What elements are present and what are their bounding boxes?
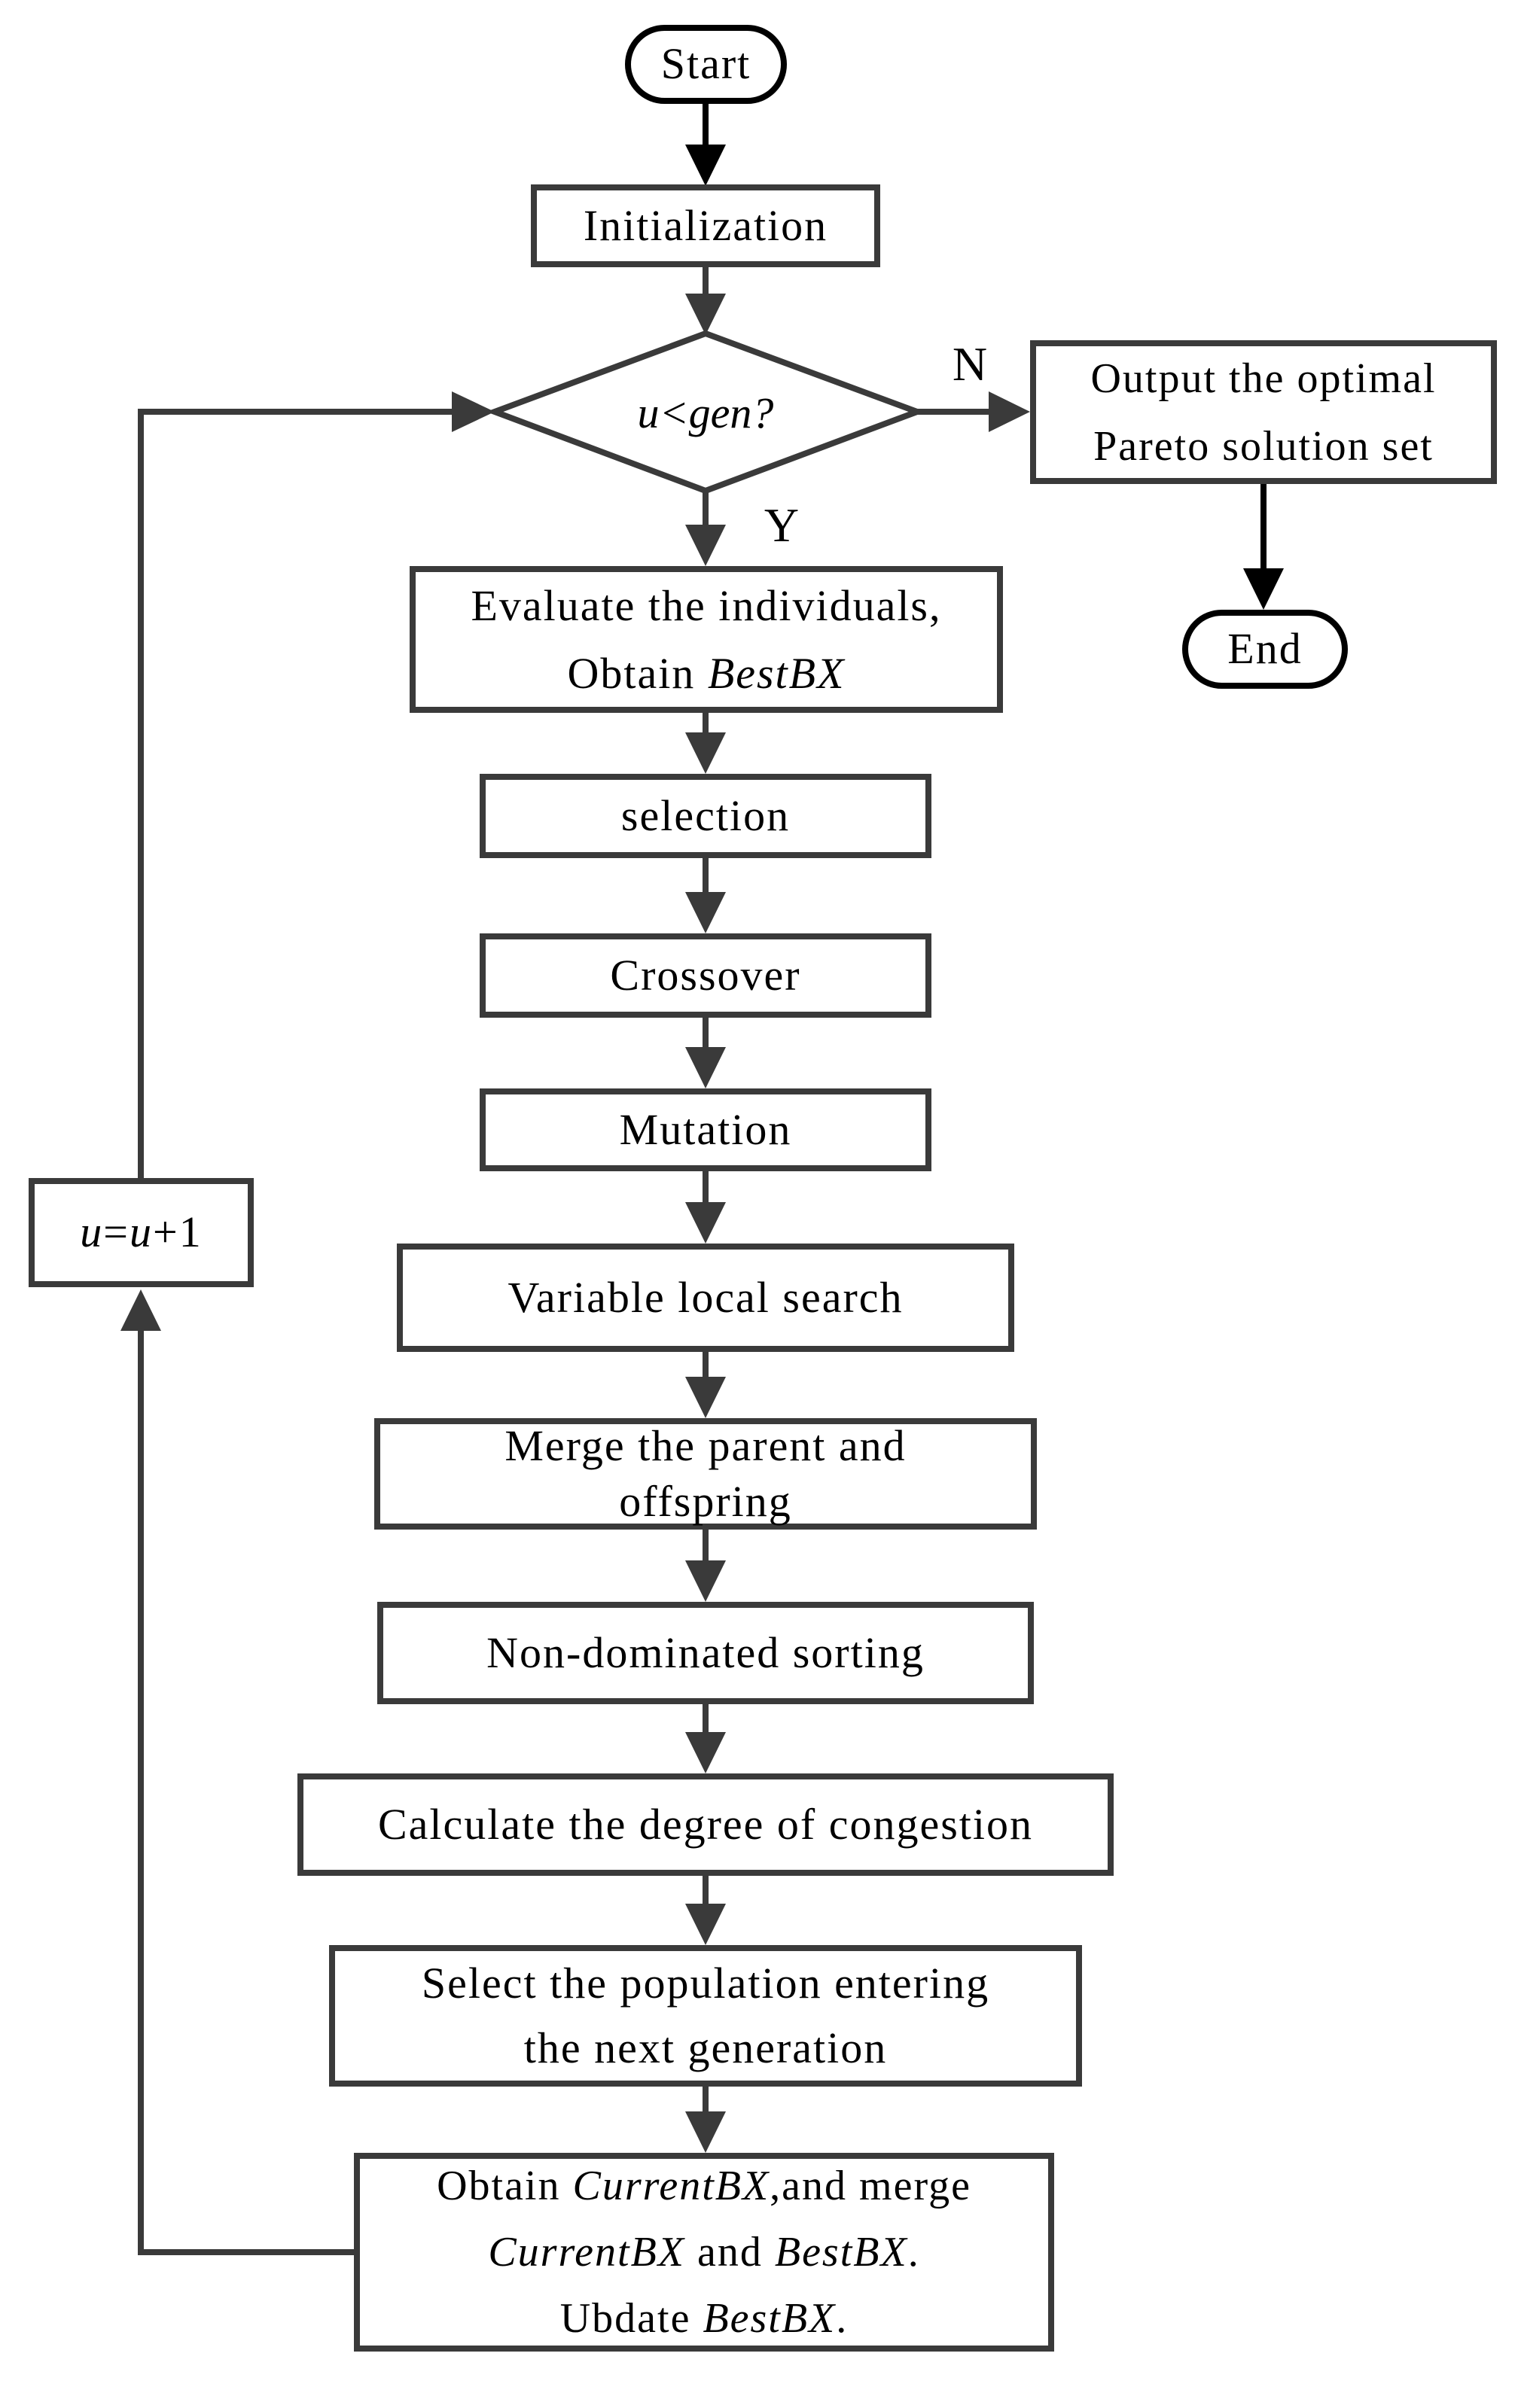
end-node: End — [1182, 610, 1348, 689]
arrow-merge-to-sorting — [685, 1530, 726, 1602]
arrow-local-search-to-merge — [685, 1352, 726, 1418]
crossover-node: Crossover — [480, 933, 931, 1018]
arrow-select-population-to-obtain — [685, 2087, 726, 2153]
increment-label: u=u+1 — [80, 1207, 203, 1257]
output-line1: Output the optimal — [1090, 355, 1437, 402]
decision-label: u<gen? — [637, 388, 774, 437]
arrow-selection-to-crossover — [685, 858, 726, 933]
obtain-line3: Ubdate BestBX. — [559, 2295, 849, 2342]
selection-node: selection — [480, 774, 931, 858]
arrow-mutation-to-local-search — [685, 1171, 726, 1244]
start-node: Start — [625, 25, 787, 104]
arrow-output-to-end — [1243, 484, 1284, 610]
arrow-congestion-to-select-population — [685, 1876, 726, 1945]
merge-line1: Merge the parent and — [504, 1421, 907, 1470]
mutation-label: Mutation — [619, 1104, 792, 1154]
congestion-label: Calculate the degree of congestion — [377, 1799, 1033, 1849]
start-label: Start — [660, 39, 751, 89]
sorting-label: Non-dominated sorting — [486, 1627, 925, 1677]
branch-no-label: N — [952, 337, 988, 391]
merge-line2: offspring — [619, 1477, 792, 1526]
sorting-node: Non-dominated sorting — [377, 1602, 1034, 1704]
arrow-initialization-to-decision — [685, 266, 726, 335]
selection-label: selection — [620, 790, 791, 840]
select-population-node: Select the population entering the next … — [329, 1945, 1082, 2087]
arrow-start-to-initialization — [685, 104, 726, 186]
obtain-line2: CurrentBX and BestBX. — [488, 2229, 920, 2276]
initialization-label: Initialization — [583, 200, 828, 250]
evaluate-node: Evaluate the individuals, Obtain BestBX — [410, 566, 1003, 713]
merge-node: Merge the parent and offspring — [374, 1418, 1037, 1530]
arrow-decision-to-output — [917, 391, 1030, 432]
arrow-increment-to-decision — [138, 391, 495, 1178]
arrow-evaluate-to-selection — [685, 713, 726, 774]
congestion-node: Calculate the degree of congestion — [297, 1773, 1114, 1876]
branch-yes-label: Y — [764, 498, 800, 552]
arrow-sorting-to-congestion — [685, 1704, 726, 1773]
arrow-obtain-to-increment — [120, 1289, 354, 2255]
select-population-line2: the next generation — [523, 2023, 888, 2072]
mutation-node: Mutation — [480, 1088, 931, 1171]
initialization-node: Initialization — [531, 184, 880, 267]
select-population-line1: Select the population entering — [421, 1959, 990, 2008]
evaluate-line1: Evaluate the individuals, — [471, 580, 942, 630]
output-line2: Pareto solution set — [1093, 422, 1434, 470]
arrow-crossover-to-mutation — [685, 1018, 726, 1088]
crossover-label: Crossover — [610, 950, 801, 1000]
output-node: Output the optimal Pareto solution set — [1030, 340, 1497, 484]
local-search-label: Variable local search — [508, 1272, 904, 1322]
arrow-decision-to-evaluate — [685, 491, 726, 566]
local-search-node: Variable local search — [397, 1244, 1014, 1352]
increment-node: u=u+1 — [29, 1178, 254, 1287]
evaluate-line2: Obtain BestBX — [567, 648, 846, 698]
obtain-line1: Obtain CurrentBX,and merge — [437, 2163, 971, 2209]
obtain-node: Obtain CurrentBX,and merge CurrentBX and… — [354, 2153, 1054, 2352]
end-label: End — [1227, 624, 1303, 674]
